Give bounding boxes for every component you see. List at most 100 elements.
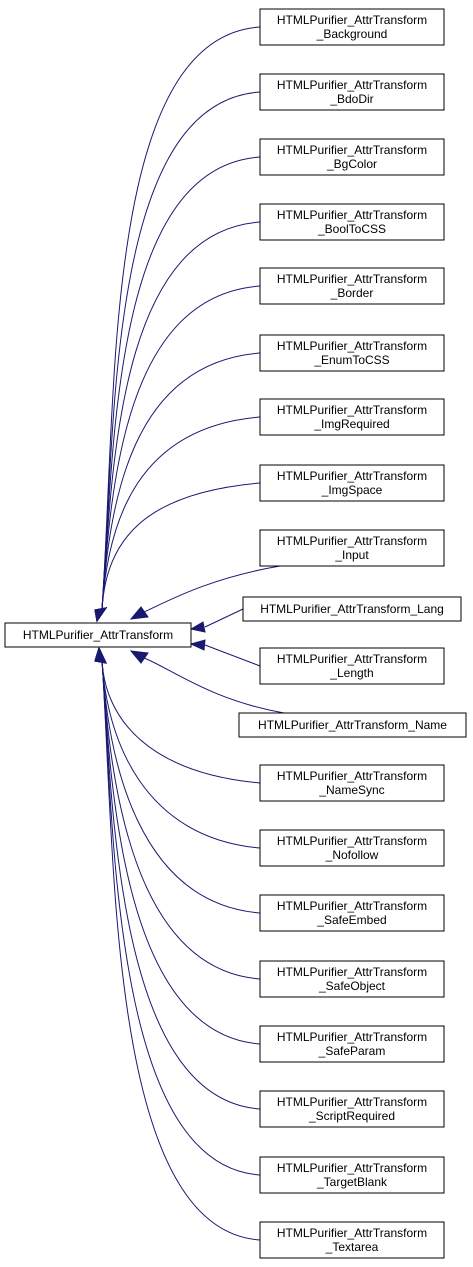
class-node-htmlpurifier-attrtransform-nofollow[interactable]: HTMLPurifier_AttrTransform_Nofollow (259, 829, 445, 867)
class-name-line1: HTMLPurifier_AttrTransform (277, 469, 427, 483)
class-name-line1: HTMLPurifier_AttrTransform (277, 769, 427, 783)
class-node-htmlpurifier-attrtransform-imgrequired[interactable]: HTMLPurifier_AttrTransform_ImgRequired (259, 398, 445, 436)
edge-line (101, 221, 261, 610)
class-node-htmlpurifier-attrtransform-bgcolor[interactable]: HTMLPurifier_AttrTransform_BgColor (259, 138, 445, 176)
edge-line (101, 659, 261, 784)
node-box (259, 138, 445, 176)
node-box (259, 894, 445, 932)
class-name-line1: HTMLPurifier_AttrTransform (277, 78, 427, 92)
class-name-line1: HTMLPurifier_AttrTransform (277, 1226, 427, 1240)
class-node-htmlpurifier-attrtransform-booltocss[interactable]: HTMLPurifier_AttrTransform_BoolToCSS (259, 203, 445, 241)
edge-htmlpurifier-attrtransform-imgrequired (94, 416, 261, 623)
class-name-line2: _Input (334, 548, 369, 562)
edge-htmlpurifier-attrtransform-input (129, 565, 281, 620)
edge-htmlpurifier-attrtransform-enumtocss (94, 352, 261, 623)
class-name-line1: HTMLPurifier_AttrTransform (277, 143, 427, 157)
edge-line (101, 659, 261, 1176)
class-name-line2: _SafeObject (318, 979, 386, 993)
class-node-htmlpurifier-attrtransform-length[interactable]: HTMLPurifier_AttrTransform_Length (259, 647, 445, 685)
class-node-htmlpurifier-attrtransform-input[interactable]: HTMLPurifier_AttrTransform_Input (259, 529, 445, 567)
class-name-line2: _EnumToCSS (313, 353, 389, 367)
edge-line (101, 26, 261, 610)
class-name-line1: HTMLPurifier_AttrTransform (277, 534, 427, 548)
edge-line (143, 657, 285, 714)
edge-line (101, 482, 261, 610)
node-box (259, 1025, 445, 1063)
edge-line (101, 352, 261, 610)
node-box (259, 73, 445, 111)
edge-line (101, 659, 261, 914)
class-node-htmlpurifier-attrtransform-border[interactable]: HTMLPurifier_AttrTransform_Border (259, 267, 445, 305)
edge-htmlpurifier-attrtransform-name (129, 650, 285, 714)
edge-line (204, 644, 261, 667)
edge-line (101, 659, 261, 849)
edge-htmlpurifier-attrtransform-booltocss (94, 221, 261, 623)
class-node-htmlpurifier-attrtransform-safeobject[interactable]: HTMLPurifier_AttrTransform_SafeObject (259, 960, 445, 998)
edge-htmlpurifier-attrtransform-safeparam (94, 646, 261, 1045)
class-name-line2: _BoolToCSS (317, 222, 386, 236)
arrow-head-icon (189, 639, 206, 651)
edge-line (101, 659, 261, 1110)
class-name-line2: _Nofollow (325, 848, 379, 862)
class-node-htmlpurifier-attrtransform-safeparam[interactable]: HTMLPurifier_AttrTransform_SafeParam (259, 1025, 445, 1063)
edge-line (101, 659, 261, 1241)
edge-line (204, 608, 244, 628)
node-box (259, 529, 445, 567)
node-box (259, 334, 445, 372)
node-box (259, 1090, 445, 1128)
class-name-line1: HTMLPurifier_AttrTransform (277, 652, 427, 666)
class-name-line1: HTMLPurifier_AttrTransform (277, 834, 427, 848)
node-box (259, 464, 445, 502)
edge-htmlpurifier-attrtransform-background (94, 26, 261, 623)
class-name-line1: HTMLPurifier_AttrTransform (277, 208, 427, 222)
class-name-line2: _ImgSpace (321, 483, 383, 497)
edge-htmlpurifier-attrtransform-length (189, 639, 261, 667)
class-name-line1: HTMLPurifier_AttrTransform (277, 965, 427, 979)
edge-line (101, 659, 261, 980)
base-class-node[interactable]: HTMLPurifier_AttrTransform (4, 622, 192, 648)
arrow-head-icon (129, 606, 149, 620)
edge-htmlpurifier-attrtransform-textarea (94, 646, 261, 1241)
class-node-htmlpurifier-attrtransform-safeembed[interactable]: HTMLPurifier_AttrTransform_SafeEmbed (259, 894, 445, 932)
class-node-htmlpurifier-attrtransform-name[interactable]: HTMLPurifier_AttrTransform_Name (238, 712, 467, 738)
class-name-line1: HTMLPurifier_AttrTransform (277, 13, 427, 27)
node-box (259, 8, 445, 46)
arrow-head-icon (94, 646, 107, 664)
class-name-line2: _BdoDir (329, 92, 373, 106)
class-node-htmlpurifier-attrtransform-namesync[interactable]: HTMLPurifier_AttrTransform_NameSync (259, 764, 445, 802)
node-box (242, 596, 462, 622)
edge-line (101, 659, 261, 1045)
class-node-htmlpurifier-attrtransform-background[interactable]: HTMLPurifier_AttrTransform_Background (259, 8, 445, 46)
class-name-line2: _BgColor (326, 157, 377, 171)
class-name: HTMLPurifier_AttrTransform_Lang (260, 602, 444, 616)
arrow-head-icon (189, 621, 206, 633)
class-name-line2: _Background (316, 27, 388, 41)
class-name-line1: HTMLPurifier_AttrTransform (277, 1161, 427, 1175)
class-name-line1: HTMLPurifier_AttrTransform (277, 1030, 427, 1044)
edge-line (101, 156, 261, 610)
class-name-line2: _ScriptRequired (308, 1109, 395, 1123)
node-box (4, 622, 192, 648)
edge-htmlpurifier-attrtransform-lang (189, 608, 244, 633)
class-name-line2: _TargetBlank (316, 1175, 388, 1189)
node-box (238, 712, 467, 738)
class-node-htmlpurifier-attrtransform-textarea[interactable]: HTMLPurifier_AttrTransform_Textarea (259, 1221, 445, 1259)
node-box (259, 1221, 445, 1259)
class-node-htmlpurifier-attrtransform-enumtocss[interactable]: HTMLPurifier_AttrTransform_EnumToCSS (259, 334, 445, 372)
edge-line (143, 565, 281, 613)
arrow-head-icon (94, 607, 108, 623)
edge-htmlpurifier-attrtransform-targetblank (94, 646, 261, 1176)
class-node-htmlpurifier-attrtransform-scriptrequired[interactable]: HTMLPurifier_AttrTransform_ScriptRequire… (259, 1090, 445, 1128)
class-node-htmlpurifier-attrtransform-bdodir[interactable]: HTMLPurifier_AttrTransform_BdoDir (259, 73, 445, 111)
class-name-line2: _ImgRequired (313, 417, 389, 431)
edge-htmlpurifier-attrtransform-nofollow (94, 646, 261, 849)
class-node-htmlpurifier-attrtransform-targetblank[interactable]: HTMLPurifier_AttrTransform_TargetBlank (259, 1156, 445, 1194)
node-box (259, 647, 445, 685)
node-box (259, 267, 445, 305)
class-name-line2: _SafeParam (318, 1044, 386, 1058)
inheritance-edges (94, 26, 285, 1241)
class-node-htmlpurifier-attrtransform-lang[interactable]: HTMLPurifier_AttrTransform_Lang (242, 596, 462, 622)
class-node-htmlpurifier-attrtransform-imgspace[interactable]: HTMLPurifier_AttrTransform_ImgSpace (259, 464, 445, 502)
edge-line (101, 285, 261, 610)
base-class-label: HTMLPurifier_AttrTransform (23, 628, 173, 642)
